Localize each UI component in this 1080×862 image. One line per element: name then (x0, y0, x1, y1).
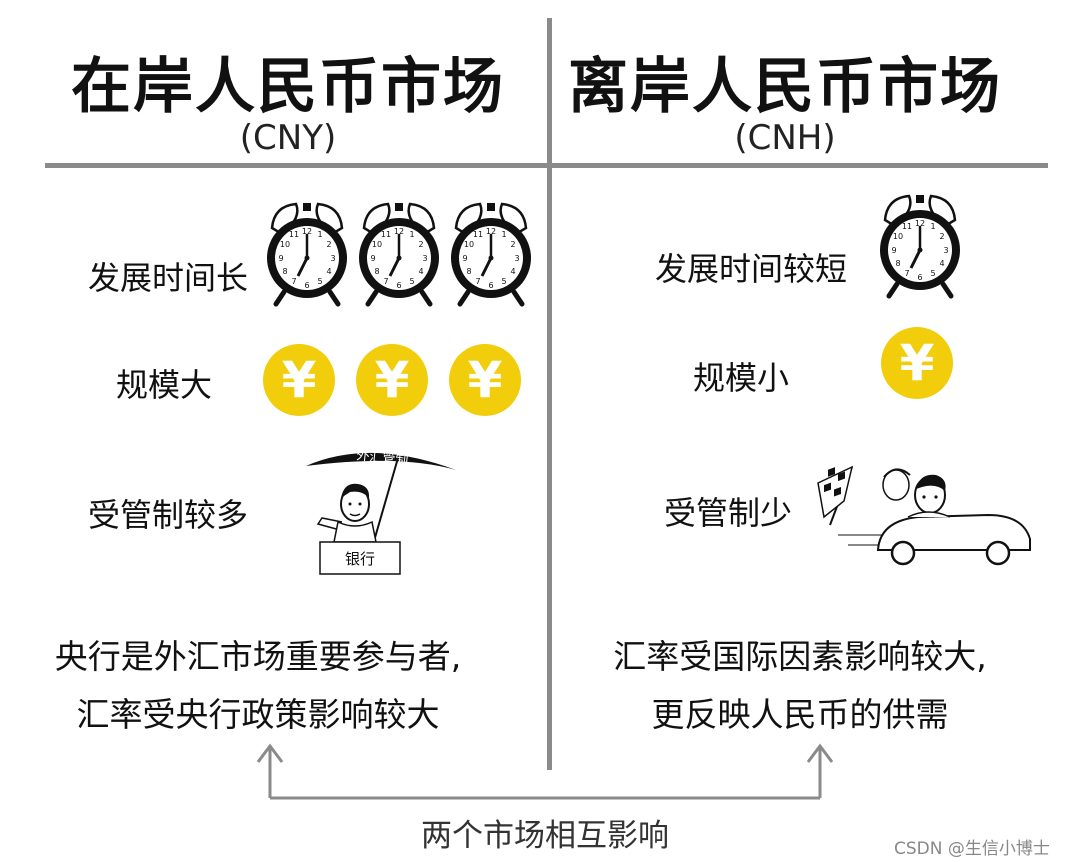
offshore-statement-line-2: 更反映人民币的供需 (651, 695, 949, 734)
offshore-code: (CNH) (734, 118, 836, 158)
offshore-statement-line-1: 汇率受国际因素影响较大, (613, 637, 987, 676)
yuan-coin-icon: ¥ (356, 344, 428, 416)
svg-text:¥: ¥ (900, 334, 935, 392)
offshore-title: 离岸人民币市场 (568, 52, 1002, 122)
banker-umbrella-illustration: 外汇管制 银行 (306, 448, 456, 575)
vertical-divider (547, 18, 552, 770)
offshore-label-scale: 规模小 (693, 359, 790, 397)
onshore-title: 在岸人民币市场 (71, 52, 505, 122)
yuan-coin-icon: ¥ (449, 344, 521, 416)
alarm-clock-icon (875, 192, 965, 300)
svg-text:¥: ¥ (375, 351, 410, 409)
svg-text:¥: ¥ (282, 351, 317, 409)
offshore-label-history: 发展时间较短 (655, 250, 848, 288)
onshore-label-regulation: 受管制较多 (88, 496, 249, 534)
svg-text:外汇管制: 外汇管制 (356, 448, 409, 468)
onshore-label-scale: 规模大 (116, 366, 213, 404)
alarm-clock-icon (262, 200, 352, 308)
onshore-label-history: 发展时间长 (88, 259, 249, 297)
svg-text:¥: ¥ (468, 351, 503, 409)
yuan-coin-icon: ¥ (263, 344, 335, 416)
alarm-clock-icon (354, 200, 444, 308)
offshore-label-regulation: 受管制少 (664, 494, 793, 532)
onshore-code: (CNY) (239, 118, 337, 158)
mutual-influence-caption: 两个市场相互影响 (421, 818, 669, 854)
race-car-illustration (817, 465, 1031, 566)
onshore-statement-line-1: 央行是外汇市场重要参与者, (54, 637, 462, 676)
watermark: CSDN @生信小博士 (894, 839, 1050, 859)
mutual-influence-bracket (256, 743, 834, 800)
horizontal-divider (45, 163, 1048, 168)
alarm-clock-icon (446, 200, 536, 308)
yuan-coin-icon: ¥ (881, 327, 953, 399)
onshore-statement-line-2: 汇率受央行政策影响较大 (76, 695, 440, 734)
svg-text:银行: 银行 (345, 550, 375, 568)
